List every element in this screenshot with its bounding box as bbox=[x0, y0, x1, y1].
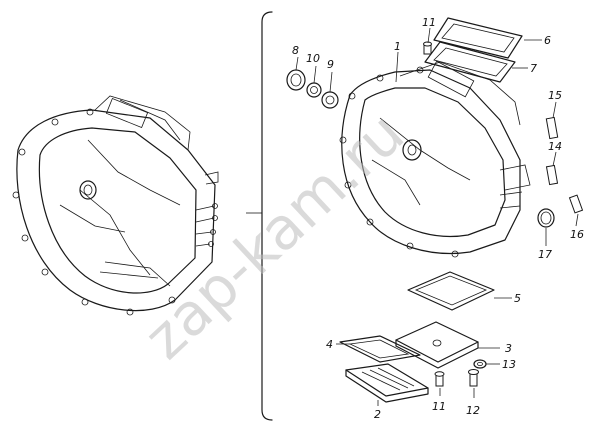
gasket-4 bbox=[339, 335, 421, 363]
gasket-7 bbox=[424, 41, 516, 83]
callout-16: 16 bbox=[570, 228, 584, 241]
watermark-text: zap-kam.ru bbox=[131, 99, 417, 372]
callout-11-top: 11 bbox=[422, 16, 436, 29]
callout-8: 8 bbox=[292, 44, 299, 57]
callout-13: 13 bbox=[502, 358, 516, 371]
bolt-11-top bbox=[423, 41, 432, 55]
cover-3 bbox=[395, 321, 479, 369]
stud-16 bbox=[568, 194, 584, 214]
plug-17 bbox=[537, 208, 555, 228]
gasket-5 bbox=[407, 271, 495, 311]
callout-17: 17 bbox=[538, 248, 552, 261]
callout-2: 2 bbox=[374, 408, 381, 421]
callout-labels: 1 2 3 4 5 6 7 8 9 10 11 11 12 13 14 15 1… bbox=[292, 16, 584, 421]
bolt-11-bottom bbox=[434, 371, 445, 387]
clutch-housing-part bbox=[339, 60, 531, 258]
callout-11-bottom: 11 bbox=[432, 400, 446, 413]
gasket-6 bbox=[433, 17, 523, 59]
callout-7: 7 bbox=[530, 62, 537, 75]
callout-15: 15 bbox=[548, 89, 562, 102]
callout-5: 5 bbox=[514, 292, 521, 305]
assembled-clutch-housing bbox=[12, 95, 219, 316]
callout-10: 10 bbox=[306, 52, 320, 65]
callout-4: 4 bbox=[326, 338, 333, 351]
seal-9 bbox=[321, 91, 339, 109]
callout-3: 3 bbox=[505, 342, 512, 355]
stud-15 bbox=[545, 116, 559, 140]
seal-8 bbox=[286, 69, 306, 91]
washer-13 bbox=[473, 359, 487, 369]
bolt-12 bbox=[468, 369, 479, 387]
assembly-bracket bbox=[246, 11, 273, 421]
plate-2 bbox=[345, 363, 429, 403]
stud-14 bbox=[545, 164, 559, 186]
callout-6: 6 bbox=[544, 34, 551, 47]
callout-14: 14 bbox=[548, 140, 562, 153]
leader-lines bbox=[295, 27, 579, 406]
callout-12: 12 bbox=[466, 404, 480, 417]
callout-1: 1 bbox=[394, 40, 401, 53]
seal-10 bbox=[306, 82, 322, 98]
callout-9: 9 bbox=[327, 58, 334, 71]
